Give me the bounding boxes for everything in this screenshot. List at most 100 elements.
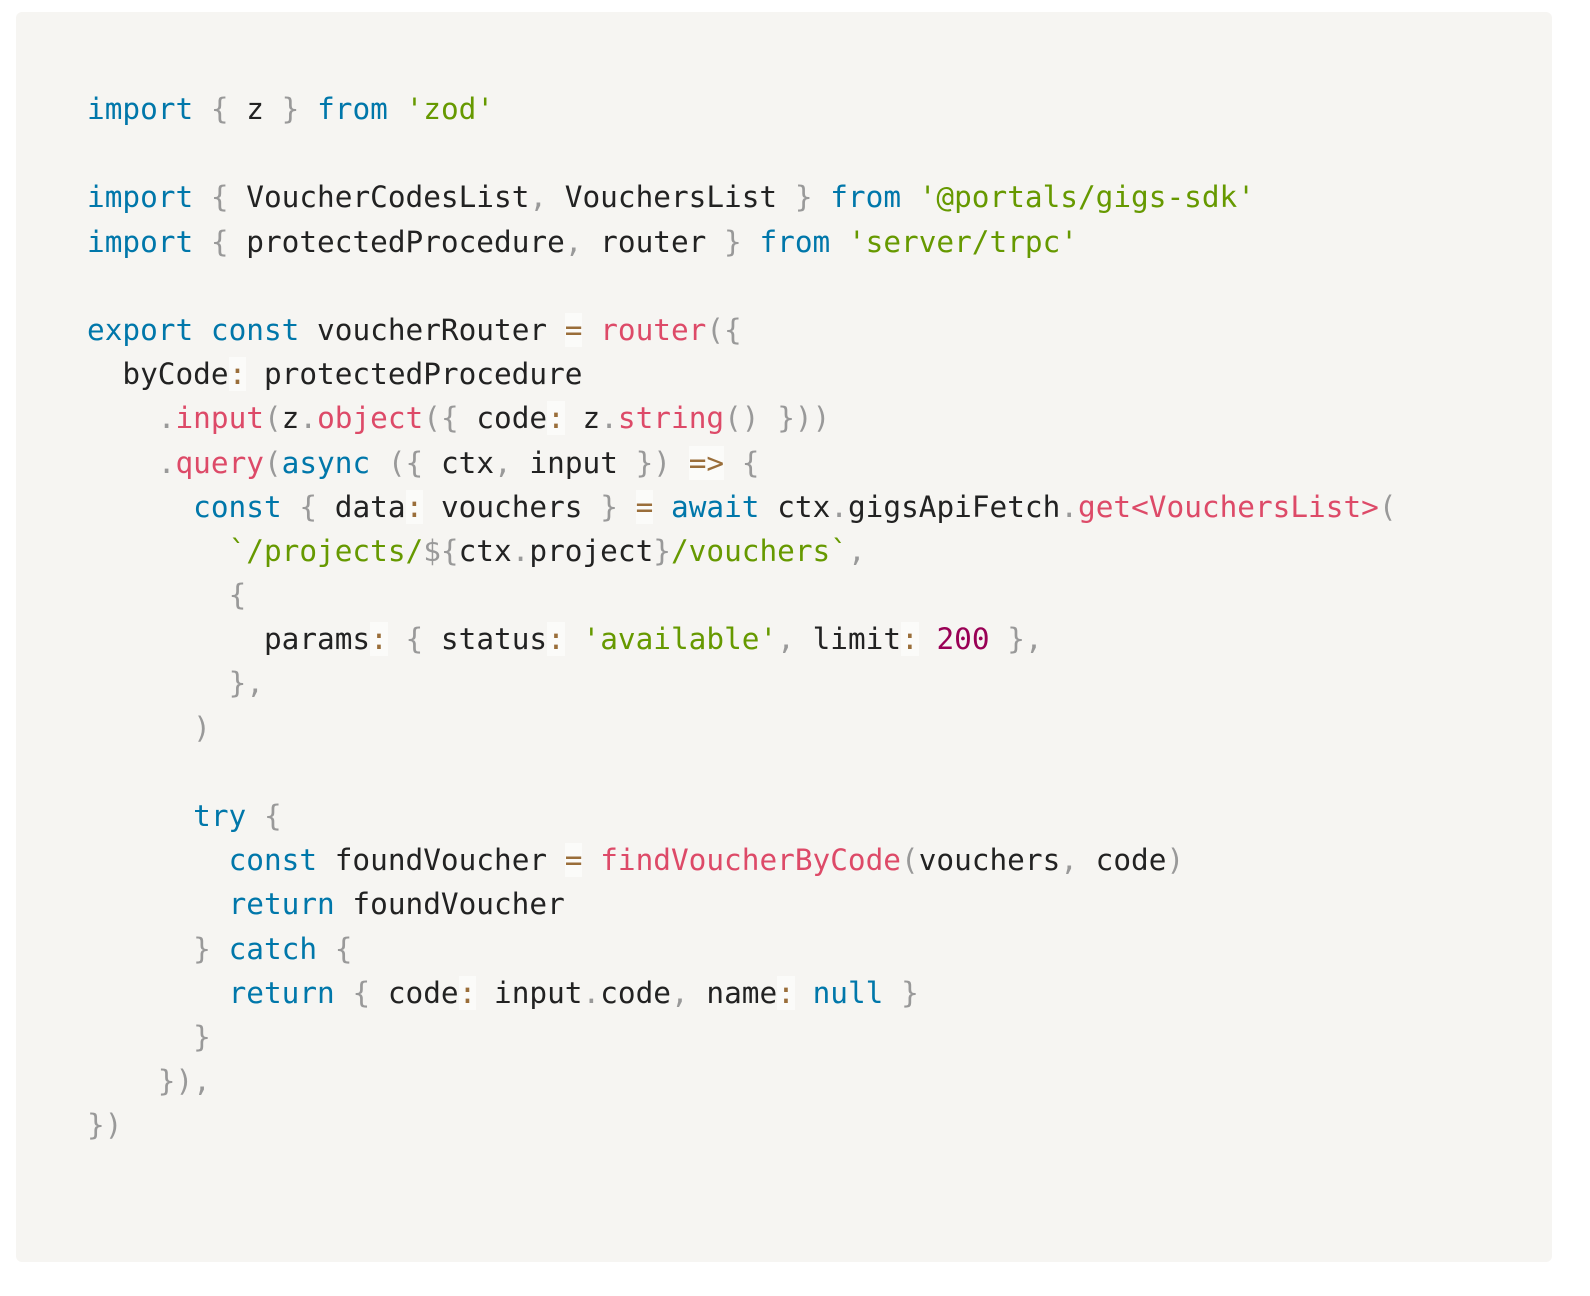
keyword-token: await	[671, 489, 760, 524]
text-token	[990, 622, 1008, 656]
punctuation-token: {	[210, 180, 229, 215]
text-token: z	[564, 401, 601, 436]
text-token	[759, 401, 777, 435]
punctuation-token: .	[157, 401, 176, 436]
keyword-token: export	[87, 312, 194, 347]
punctuation-token: })	[635, 445, 671, 480]
string-token: 'server/trpc'	[847, 224, 1078, 259]
code: import { z } from 'zod'import { VoucherC…	[87, 87, 1397, 1148]
text-token: router	[582, 224, 725, 259]
function-token: router	[600, 312, 707, 347]
code-line: return { code: input.code, name: null }	[87, 971, 1397, 1015]
text-token: VouchersList	[547, 180, 795, 215]
punctuation-token: }))	[777, 401, 831, 436]
text-token	[87, 799, 193, 833]
keyword-token: return	[228, 975, 335, 1010]
function-token: query	[175, 445, 264, 480]
operator-token: :	[405, 489, 424, 524]
text-token	[87, 1020, 193, 1054]
keyword-token: from	[317, 92, 388, 126]
text-token	[193, 180, 211, 214]
text-token	[565, 622, 583, 656]
text-token	[87, 1064, 158, 1098]
text-token: z	[281, 401, 300, 436]
punctuation-token: }	[794, 180, 813, 215]
text-token	[211, 932, 229, 966]
text-token	[317, 932, 335, 966]
function-token: string	[617, 401, 725, 436]
punctuation-token: }	[653, 533, 671, 568]
code-line: export const voucherRouter = router({	[87, 308, 1397, 352]
operator-token: =	[564, 843, 583, 878]
text-token	[671, 446, 689, 480]
punctuation-token: .	[1060, 489, 1079, 524]
code-line: )	[87, 706, 1397, 750]
punctuation-token: (	[901, 843, 919, 878]
keyword-token: const	[228, 843, 318, 878]
function-token: get<VouchersList>	[1078, 489, 1379, 524]
text-token	[87, 932, 193, 966]
text-token: byCode	[87, 357, 229, 392]
text-token	[795, 976, 813, 1010]
keyword-token: const	[210, 312, 300, 347]
keyword-token: const	[193, 489, 282, 524]
operator-token: :	[901, 622, 919, 657]
text-token: ctx	[458, 533, 512, 568]
text-token	[742, 225, 760, 259]
keyword-token: from	[830, 180, 902, 215]
text-token	[883, 976, 901, 1010]
code-line	[87, 750, 1397, 794]
punctuation-token: .	[157, 445, 176, 480]
text-token: input	[476, 975, 583, 1010]
keyword-token: try	[193, 799, 247, 833]
keyword-token: catch	[228, 931, 318, 966]
code-line: }),	[87, 1059, 1397, 1103]
text-token	[87, 578, 229, 612]
text-token	[87, 534, 229, 568]
punctuation-token: (	[263, 445, 282, 480]
punctuation-token: )	[193, 710, 211, 745]
punctuation-token: }),	[157, 1064, 211, 1099]
punctuation-token: ({	[387, 445, 424, 480]
punctuation-token: ${	[423, 533, 459, 568]
text-token: project	[529, 533, 654, 568]
code-line: byCode: protectedProcedure	[87, 352, 1397, 396]
text-token: ctx	[759, 489, 831, 524]
operator-token: =>	[688, 445, 725, 480]
text-token	[87, 490, 193, 524]
text-token: voucherRouter	[299, 312, 565, 347]
text-token	[246, 799, 264, 833]
punctuation-token: {	[405, 622, 424, 657]
code-line	[87, 131, 1397, 175]
code-line: try {	[87, 794, 1397, 838]
punctuation-token: })	[87, 1108, 123, 1143]
text-token: params	[87, 622, 371, 657]
text-token: protectedProcedure	[228, 224, 565, 259]
operator-token: :	[228, 357, 247, 392]
number-token: 200	[936, 622, 990, 657]
text-token	[87, 887, 229, 921]
text-token: code	[600, 975, 671, 1010]
operator-token: :	[547, 401, 565, 436]
code-line: } catch {	[87, 927, 1397, 971]
code-content: import { z } from 'zod'import { VoucherC…	[87, 87, 1397, 1148]
code-line: const { data: vouchers } = await ctx.gig…	[87, 485, 1397, 529]
text-token: limit	[794, 622, 902, 657]
punctuation-token: ,	[847, 533, 866, 568]
text-token: protectedProcedure	[246, 357, 583, 392]
string-token: '@portals/gigs-sdk'	[918, 180, 1255, 215]
punctuation-token: ,	[777, 622, 795, 657]
punctuation-token: .	[830, 489, 848, 524]
keyword-token: null	[812, 975, 884, 1010]
text-token: code	[1077, 843, 1167, 878]
punctuation-token: .	[582, 975, 601, 1010]
code-line: `/projects/${ctx.project}/vouchers`,	[87, 529, 1397, 573]
code-line: params: { status: 'available', limit: 20…	[87, 617, 1397, 661]
keyword-token: import	[87, 180, 194, 215]
operator-token: :	[370, 622, 388, 657]
punctuation-token: }	[901, 975, 919, 1010]
punctuation-token: },	[1007, 622, 1043, 657]
code-line: },	[87, 661, 1397, 705]
keyword-token: async	[281, 445, 371, 480]
code-line: {	[87, 573, 1397, 617]
